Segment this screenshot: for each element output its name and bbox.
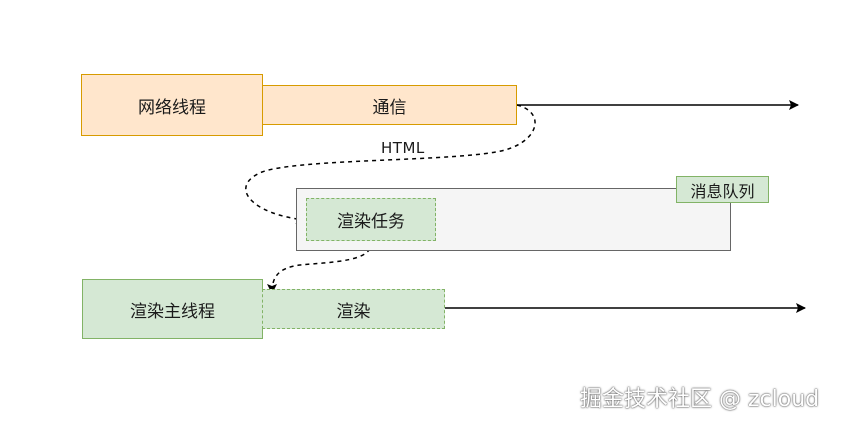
html-label: HTML: [381, 139, 425, 157]
render-main-thread-label: 渲染主线程: [82, 279, 263, 339]
network-thread-label: 网络线程: [81, 74, 263, 136]
watermark: 掘金技术社区 @ zcloud: [580, 387, 820, 412]
render-task-box: 渲染任务: [306, 198, 436, 241]
message-queue-label: 消息队列: [676, 176, 769, 203]
communication-segment: 通信: [262, 85, 517, 125]
render-segment: 渲染: [262, 289, 445, 329]
task-dashed-arrow: [267, 240, 372, 294]
